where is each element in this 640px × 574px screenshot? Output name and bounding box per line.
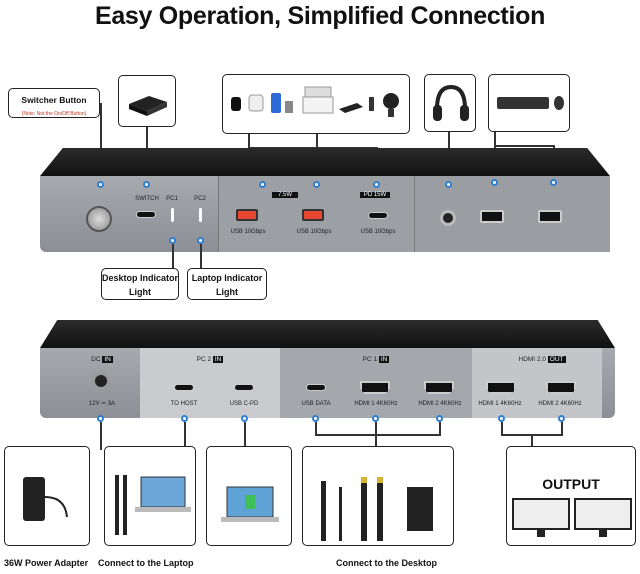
keyboard-mouse-icon [497,96,564,110]
dc-label: DC IN [91,356,113,363]
switch-button[interactable] [86,206,112,232]
to-host-port [174,384,194,391]
headphones-callout [424,74,476,132]
usb-a-keyboard-port [480,210,504,223]
laptop-cables-box [104,446,196,546]
hdmi-out-label: HDMI 2.0 OUT [518,356,566,363]
switch-label: SWITCH [135,196,159,202]
pd-tag: PD 15W [360,192,390,198]
desktop-cables-icon [321,477,433,541]
output-title: OUTPUT [542,476,600,492]
hdmi1-out-label: HDMI 1 4K60Hz [478,401,522,407]
hdmi1-in-label: HDMI 1 4K60Hz [354,401,398,407]
dc-power-jack [92,372,110,390]
usb-devices-callout [222,74,410,134]
usb-c-pd-input-port [234,384,254,391]
power-adapter-icon [23,477,68,521]
hdmi1-out-port [486,381,516,394]
headphones-icon [433,84,469,121]
devices-icon [231,86,399,117]
hdmi2-out-port [546,381,576,394]
pc2-label: PC2 [194,196,206,202]
hdmi1-in-port [360,381,390,394]
switch-usbc-port [136,211,156,218]
monitors-icon [512,498,632,537]
connect-laptop-label: Connect to the Laptop [98,558,194,568]
usb-c-pd-label: USB C-PD [229,401,259,407]
laptop-charging-box [206,446,292,546]
laptop-charging-icon [221,486,279,522]
desktop-cables-box [302,446,454,546]
usb3-label: USB 10Gbps [360,229,396,235]
pc1-indicator-light [171,208,174,222]
kvm-box-callout [118,75,176,127]
desktop-indicator-callout: Desktop Indicator Light [101,268,179,300]
kvm-switch-icon [129,96,167,116]
pc1-label: PC1 [166,196,178,202]
usb-c-pd-port [368,212,388,219]
usb-a-mouse-port [538,210,562,223]
switcher-note: (Note: Not the On/Off Button) [21,111,87,117]
hdmi2-in-port [424,381,454,394]
front-hub-top [40,148,610,176]
to-host-label: TO HOST [170,401,198,407]
pc1-rear-label: PC 1 IN [362,356,390,363]
usb-data-port [306,384,326,391]
power-adapter-label: 36W Power Adapter [4,558,89,568]
pc2-indicator-light [199,208,202,222]
switcher-button-label: Switcher Button [21,95,87,105]
usb-a-port-1 [236,209,258,221]
rear-hub-top [40,320,615,348]
audio-jack [440,210,456,226]
switcher-button-callout: Switcher Button (Note: Not the On/Off Bu… [8,88,100,118]
desktop-indicator-label: Desktop Indicator Light [102,273,179,297]
power-adapter-box [4,446,90,546]
laptop-indicator-callout: Laptop Indicator Light [187,268,267,300]
usb2-label: USB 10Gbps [296,229,332,235]
dc-rating-label: 12V ⎓ 3A [88,401,116,407]
usb-data-label: USB DATA [301,401,331,407]
pc2-rear-label: PC 2 IN [196,356,224,363]
laptop-indicator-label: Laptop Indicator Light [191,273,263,297]
connect-desktop-label: Connect to the Desktop [336,558,438,568]
hdmi2-out-label: HDMI 2 4K60Hz [538,401,582,407]
usb1-label: USB 10Gbps [230,229,266,235]
usb-a-port-2 [302,209,324,221]
hdmi2-in-label: HDMI 2 4K60Hz [418,401,462,407]
output-box: OUTPUT [506,446,636,546]
laptop-cables-icon [115,475,191,535]
page-title: Easy Operation, Simplified Connection [94,2,546,30]
keyboard-callout [488,74,570,132]
charge-tag: 7.5W [272,192,298,198]
